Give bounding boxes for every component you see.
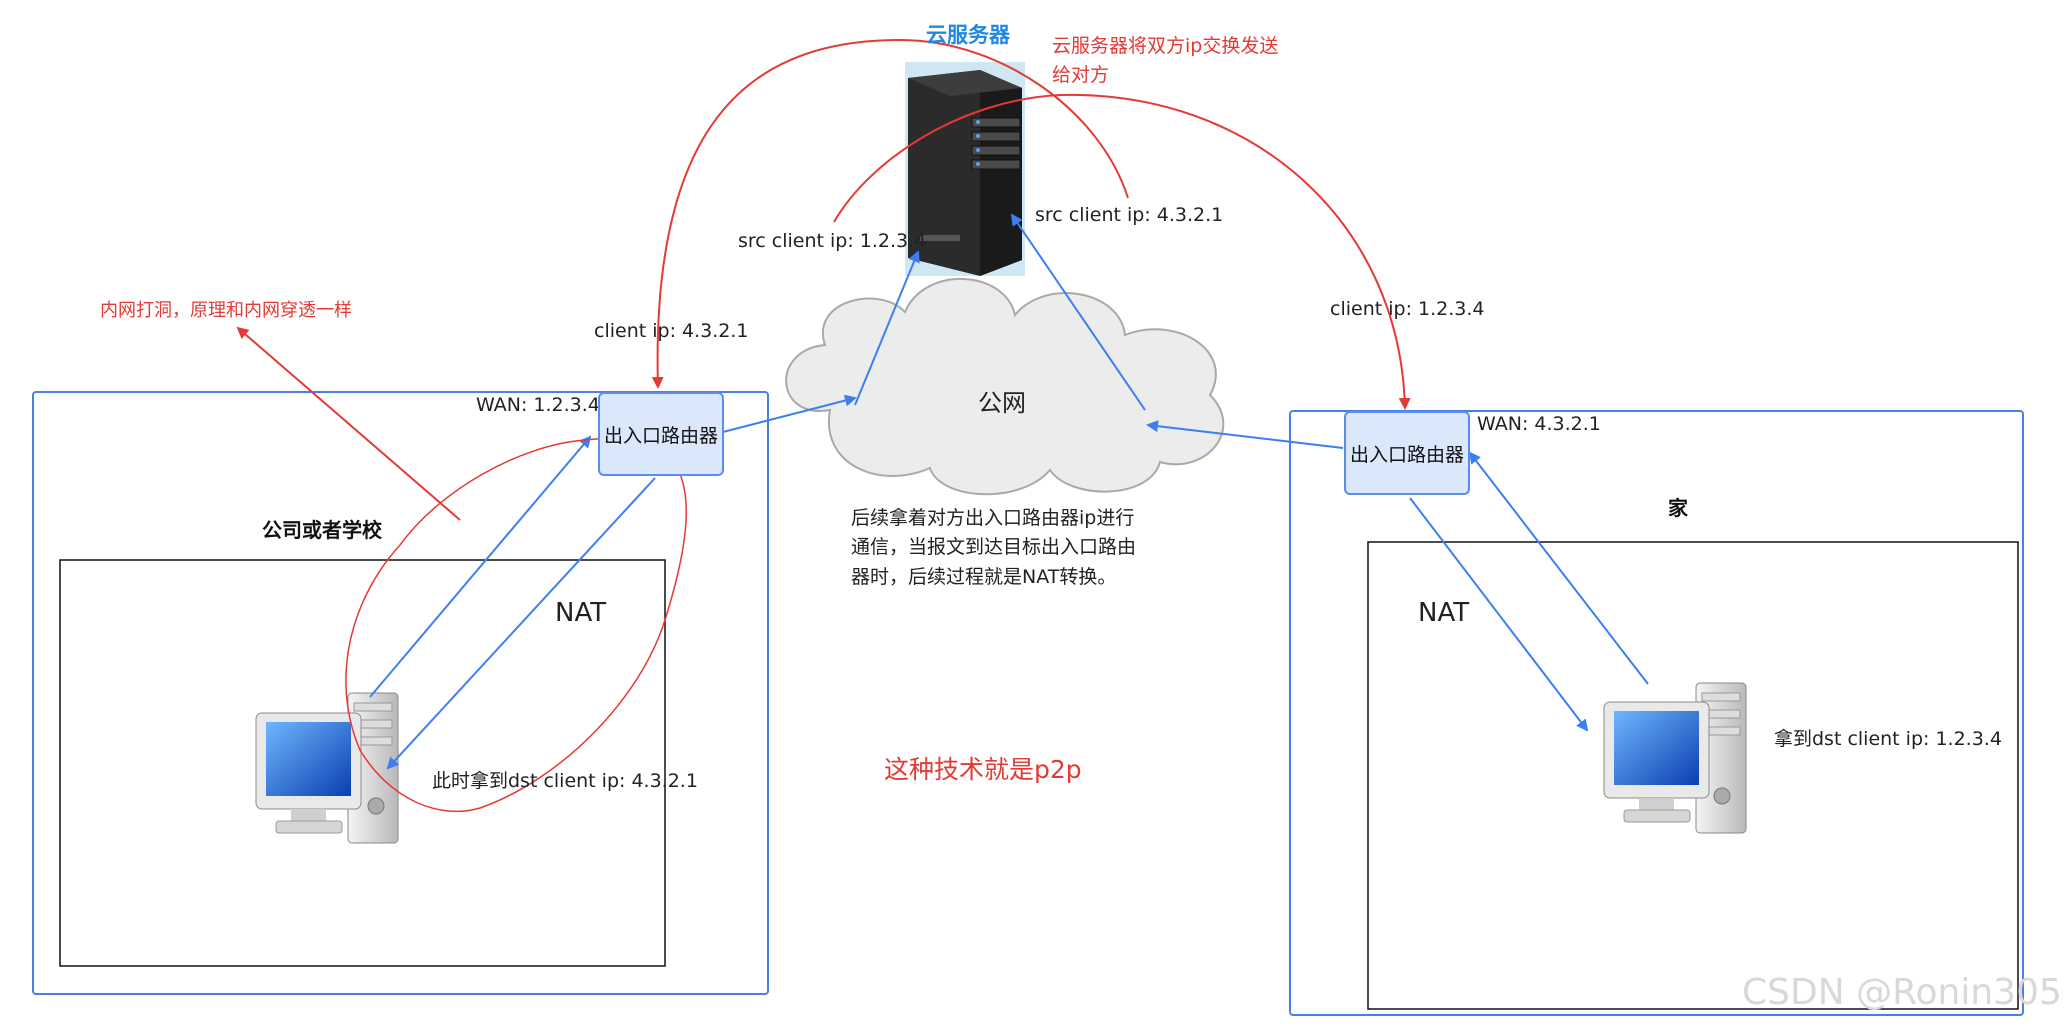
src-client-left: src client ip: 1.2.3.4 (738, 230, 927, 252)
company-inner-box (59, 559, 666, 967)
server-note: 云服务器将双方ip交换发送给对方 (1052, 35, 1279, 86)
arrow-home-router-to-cloud (1146, 420, 1344, 449)
arrow-router-to-cloud (722, 394, 857, 433)
p2p-note: 这种技术就是p2p (884, 755, 1082, 784)
company-network-box (32, 391, 769, 995)
arc-server-to-right-router (833, 93, 1411, 410)
home-inner-box (1367, 541, 2019, 1010)
arrow-pc-to-router-left (369, 435, 592, 698)
home-computer-icon (1603, 682, 1747, 834)
arrow-router-to-pc-right (1409, 497, 1589, 732)
wan-right: WAN: 4.3.2.1 (1477, 413, 1601, 435)
home-router-label: 出入口路由器 (1349, 443, 1464, 466)
server-title: 云服务器 (926, 23, 1010, 47)
public-network-cloud (785, 278, 1225, 496)
nat-right: NAT (1418, 598, 1470, 628)
public-net-label: 公网 (978, 389, 1026, 417)
hole-note: 内网打洞，原理和内网穿透一样 (100, 300, 352, 321)
dst-left: 此时拿到dst client ip: 4.3.2.1 (432, 770, 698, 792)
arrow-cloud-to-server (854, 250, 920, 406)
home-network-box (1289, 410, 2024, 1016)
home-label: 家 (1668, 496, 1688, 520)
arrow-router-to-pc-left (386, 477, 656, 770)
company-router-label: 出入口路由器 (603, 424, 718, 447)
wan-left: WAN: 1.2.3.4 (476, 394, 600, 416)
followup-note: 后续拿着对方出入口路由器ip进行通信，当报文到达目标出入口路由器时，后续过程就是… (851, 507, 1137, 588)
src-client-right: src client ip: 4.3.2.1 (1035, 204, 1224, 226)
dst-right: 拿到dst client ip: 1.2.3.4 (1774, 728, 2002, 750)
arrow-cloud-from-server (1010, 213, 1146, 411)
home-router[interactable]: 出入口路由器 (1344, 411, 1470, 495)
cloud-server-icon (905, 62, 1025, 276)
company-computer-icon (255, 692, 399, 844)
client-ip-left: client ip: 4.3.2.1 (594, 320, 749, 342)
nat-left: NAT (555, 598, 607, 628)
arrow-hole-note (236, 326, 461, 521)
arc-server-to-left-router (651, 38, 1129, 389)
company-router[interactable]: 出入口路由器 (598, 392, 724, 476)
arrow-pc-to-router-right (1468, 451, 1649, 685)
company-label: 公司或者学校 (262, 518, 382, 542)
watermark: CSDN @Ronin305 (1742, 972, 2062, 1013)
client-ip-right: client ip: 1.2.3.4 (1330, 298, 1485, 320)
